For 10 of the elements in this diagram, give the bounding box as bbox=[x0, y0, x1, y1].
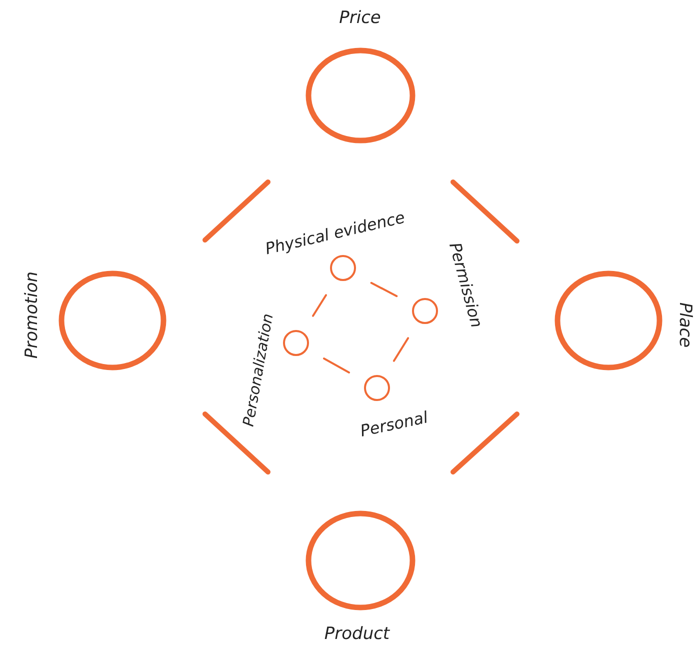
category-label: Physical evidence bbox=[263, 208, 407, 258]
category-label: Place bbox=[675, 302, 695, 348]
connector-line bbox=[312, 294, 327, 317]
connector-line bbox=[392, 337, 410, 362]
category-label: Personal bbox=[358, 408, 430, 440]
category-label: Product bbox=[324, 624, 390, 644]
connector-line bbox=[322, 358, 350, 374]
category-label: Price bbox=[339, 8, 381, 28]
category-label: Promotion bbox=[22, 271, 42, 359]
connector-line bbox=[370, 282, 398, 298]
